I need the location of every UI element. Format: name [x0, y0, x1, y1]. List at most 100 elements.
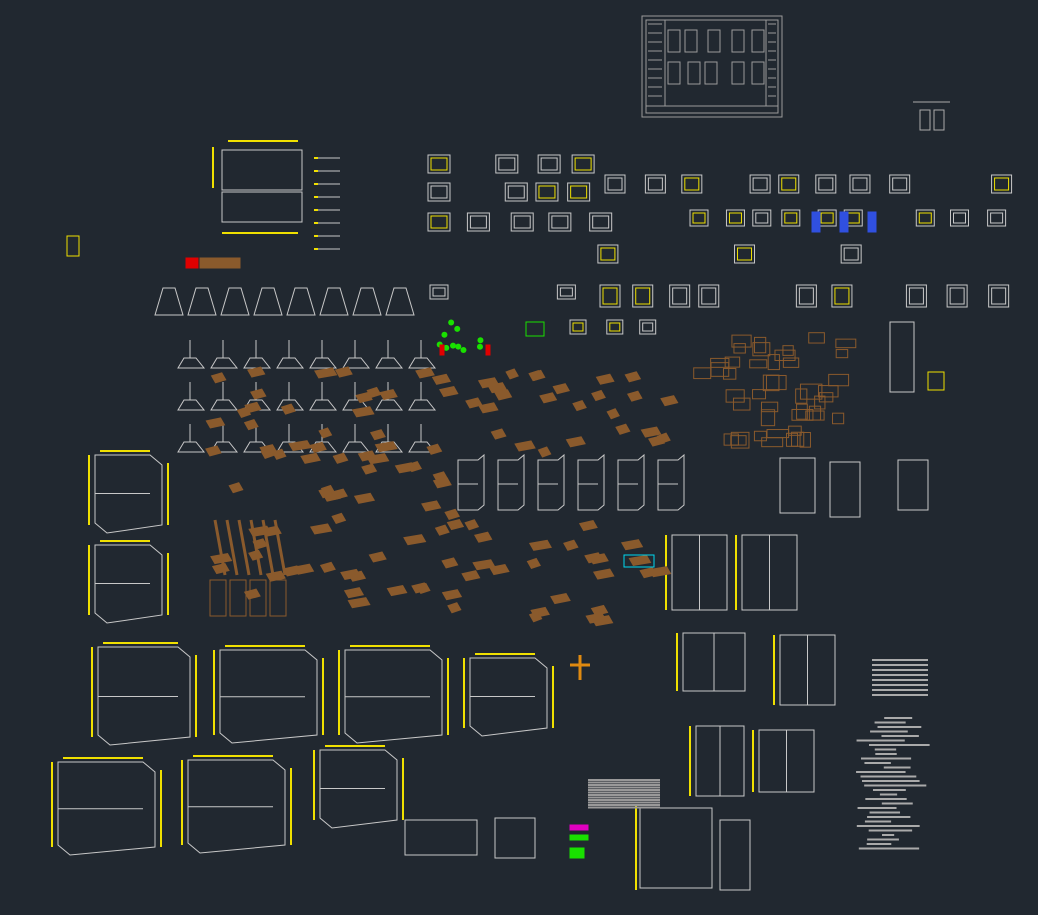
magenta-marker	[569, 824, 589, 831]
appliance-block	[753, 336, 767, 354]
range-hood	[177, 441, 206, 453]
window-elevation	[704, 61, 718, 85]
isometric-cabinet-blocks	[51, 235, 554, 856]
cabinet-door	[737, 247, 753, 261]
appliance-block	[765, 374, 787, 391]
wood-fixture	[478, 402, 499, 414]
cabinet-block	[905, 284, 927, 308]
wood-fixture	[563, 539, 579, 551]
range-hood	[154, 287, 184, 316]
cabinet-door	[820, 212, 834, 224]
isometric-cabinet	[219, 649, 318, 744]
appliance-block	[762, 374, 780, 392]
window-elevation	[751, 29, 765, 53]
appliance-block	[731, 334, 752, 348]
cabinet-block	[698, 284, 720, 308]
cabinet-block	[429, 284, 449, 300]
display-cabinet	[897, 459, 929, 511]
cabinet-door	[752, 177, 768, 191]
cabinet-door	[507, 185, 525, 199]
sheet-inner-border	[645, 19, 779, 114]
cabinet-door	[592, 215, 610, 229]
isometric-cabinet	[319, 749, 398, 829]
cabinet-block	[537, 154, 561, 174]
cabinet-door	[784, 212, 798, 224]
wood-fixture	[313, 367, 338, 379]
wood-fixture	[332, 452, 349, 464]
cabinet-door	[432, 287, 446, 297]
range-hood	[385, 287, 415, 316]
door-panel	[237, 519, 251, 576]
isometric-cabinet	[94, 544, 163, 624]
appliance-block	[799, 431, 811, 448]
wood-fixture	[416, 582, 431, 595]
cabinet-block	[987, 209, 1007, 227]
cabinet-door	[781, 177, 797, 191]
wood-fixture	[446, 518, 465, 531]
cabinet-door	[692, 212, 706, 224]
red-marker	[485, 344, 491, 356]
cabinet-block	[778, 174, 800, 194]
plant-symbol	[441, 331, 448, 338]
cabinet-block	[597, 244, 619, 264]
glass-door	[209, 579, 227, 617]
cabinet-block	[589, 212, 613, 232]
range-hood	[375, 399, 404, 411]
green-marker	[569, 834, 589, 841]
appliance-block	[760, 401, 779, 413]
red-marker	[439, 344, 445, 356]
small-block	[927, 371, 945, 391]
appliance-block	[808, 332, 825, 344]
appliance-block	[795, 388, 808, 404]
wood-fixture	[247, 366, 266, 378]
cabinet-block	[889, 174, 911, 194]
cabinet-door	[642, 322, 654, 332]
cabinet-door	[635, 287, 651, 305]
cabinet-block	[632, 284, 654, 308]
cabinet-block	[535, 182, 559, 202]
range-hood	[286, 287, 316, 316]
wood-fixture	[505, 368, 519, 380]
appliance-block	[766, 429, 790, 439]
cabinet-door	[540, 157, 558, 171]
cabinet-door	[600, 247, 616, 261]
window-elevation	[731, 29, 745, 53]
wood-fixture-blocks	[205, 332, 857, 627]
cabinet-door	[846, 212, 860, 224]
appliance-block	[814, 395, 826, 410]
refrigerator	[537, 453, 565, 511]
appliance-block	[730, 435, 747, 446]
isometric-cabinet	[469, 657, 548, 737]
appliance-block	[788, 425, 802, 436]
isometric-cabinet	[344, 649, 443, 744]
sheet-border	[641, 15, 783, 118]
door-panel	[261, 519, 275, 576]
wood-fixture	[236, 406, 252, 418]
cabinet-door	[513, 215, 531, 229]
wood-fixture	[590, 604, 609, 617]
wood-fixture	[205, 445, 222, 457]
wood-fixture	[334, 366, 353, 378]
cabinet-door	[572, 322, 584, 332]
wood-fixture	[259, 444, 278, 456]
cabinet-door	[538, 185, 556, 199]
green-marker	[525, 321, 545, 337]
cabinet-door	[684, 177, 700, 191]
cabinet-block	[725, 209, 745, 227]
green-marker	[569, 847, 585, 859]
range-hood	[210, 357, 239, 369]
range-hood	[276, 357, 305, 369]
cabinet-door	[843, 247, 859, 261]
wood-fixture	[627, 390, 643, 402]
cabinet-door	[990, 212, 1004, 224]
wood-fixture	[494, 389, 513, 401]
appliance-block	[722, 368, 737, 380]
cabinet-block	[556, 284, 576, 300]
wood-fixture	[648, 566, 672, 578]
plant-symbol	[476, 343, 483, 350]
cabinet-door	[609, 322, 621, 332]
wood-fixture	[265, 570, 286, 582]
isometric-cabinet	[94, 454, 163, 534]
glass-door	[229, 579, 247, 617]
